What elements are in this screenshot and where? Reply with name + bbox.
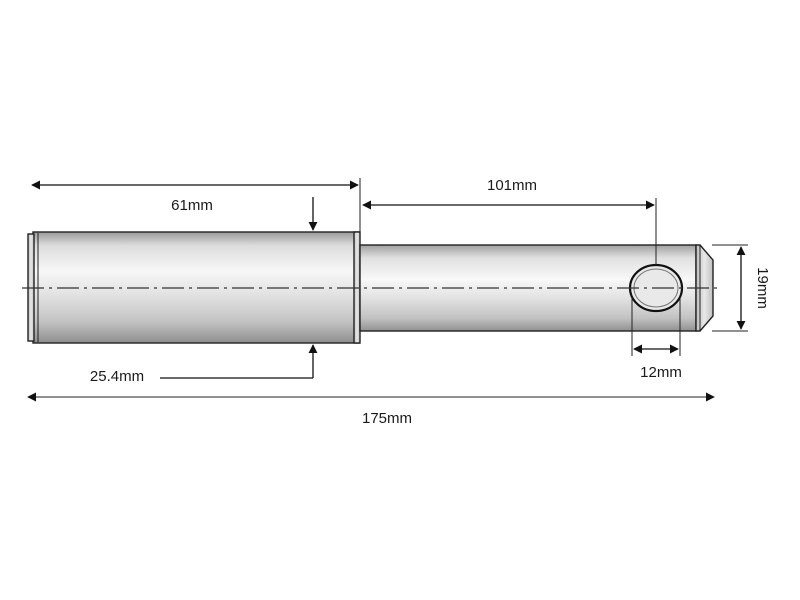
dimension-12mm: 12mm xyxy=(631,295,682,381)
label-101mm: 101mm xyxy=(487,177,537,194)
label-175mm: 175mm xyxy=(362,410,412,427)
label-12mm: 12mm xyxy=(640,364,682,381)
dimension-175mm: 175mm xyxy=(27,392,715,427)
dimension-101mm: 101mm xyxy=(362,177,657,265)
label-61mm: 61mm xyxy=(171,197,213,214)
pin-body xyxy=(22,231,718,344)
label-25-4mm: 25.4mm xyxy=(90,368,144,385)
dimension-19mm: 19mm xyxy=(712,244,771,332)
dimension-61mm: 61mm xyxy=(31,178,361,232)
label-19mm: 19mm xyxy=(754,267,771,309)
dimension-25-4mm: 25.4mm xyxy=(90,197,318,385)
